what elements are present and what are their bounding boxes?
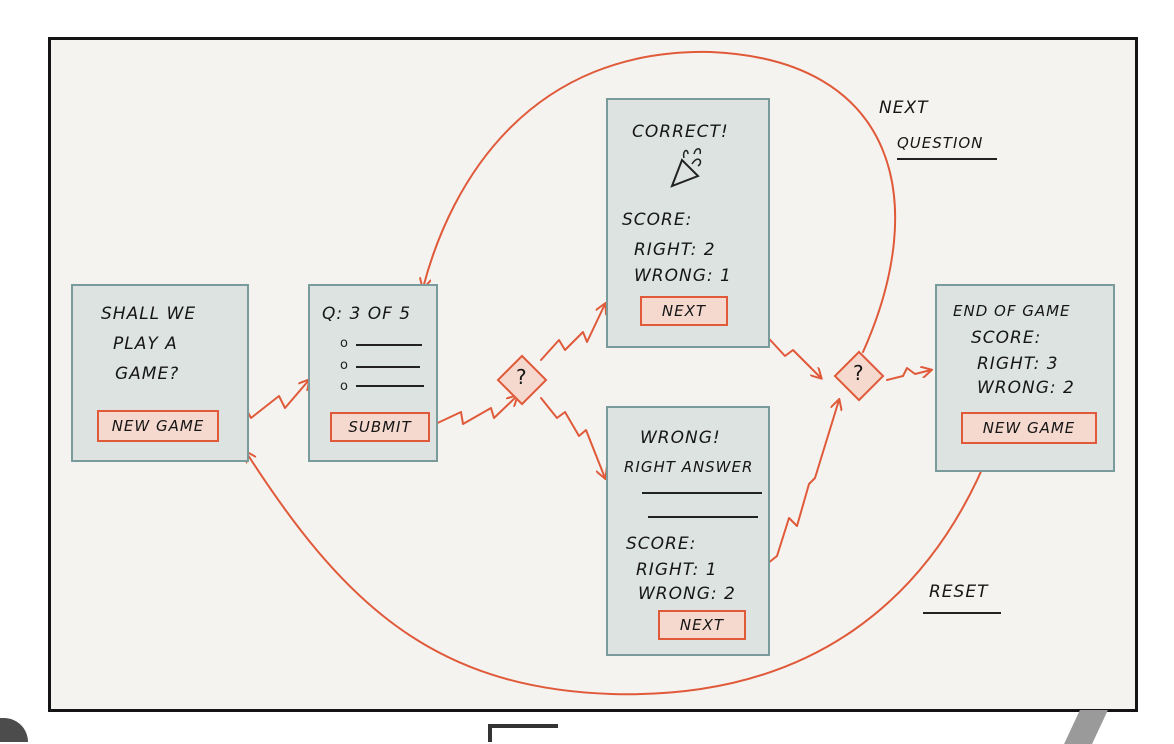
question-counter: Q: 3 OF 5: [322, 304, 412, 324]
start-prompt-line3: GAME?: [115, 364, 180, 384]
answer-check-label: ?: [516, 365, 527, 389]
start-prompt-line2: PLAY A: [113, 334, 178, 354]
start-screen: SHALL WE PLAY A GAME? NEW GAME: [71, 284, 249, 462]
cropped-grey-shape: [0, 718, 28, 742]
wrong-screen: WRONG! RIGHT ANSWER SCORE: RIGHT: 1 WRON…: [606, 406, 770, 656]
answer-option-radio[interactable]: o: [340, 358, 348, 373]
wrong-wrong-count: WRONG: 2: [638, 584, 736, 604]
correct-next-button[interactable]: NEXT: [640, 296, 728, 326]
arrow-check-to-wrong: [540, 397, 605, 478]
end-new-game-button[interactable]: NEW GAME: [961, 412, 1097, 444]
game-over-check-label: ?: [853, 361, 864, 385]
answer-option-line: [356, 366, 420, 368]
right-answer-heading: RIGHT ANSWER: [624, 458, 754, 476]
correct-right-count: RIGHT: 2: [634, 240, 716, 260]
submit-button[interactable]: SUBMIT: [330, 412, 430, 442]
whiteboard-canvas: SHALL WE PLAY A GAME? NEW GAME Q: 3 OF 5…: [48, 37, 1138, 712]
reset-label: RESET: [929, 582, 989, 602]
question-screen: Q: 3 OF 5 o o o SUBMIT: [308, 284, 438, 462]
correct-score-label: SCORE:: [622, 210, 693, 230]
end-wrong-count: WRONG: 2: [977, 378, 1075, 398]
right-answer-line: [648, 516, 758, 518]
wrong-next-button[interactable]: NEXT: [658, 610, 746, 640]
answer-option-line: [356, 385, 424, 387]
next-question-label-line1: NEXT: [879, 98, 929, 118]
next-question-underline: [897, 158, 997, 160]
reset-underline: [923, 612, 1001, 614]
cropped-heading-fragment: [488, 724, 558, 742]
end-right-count: RIGHT: 3: [977, 354, 1059, 374]
wrong-score-label: SCORE:: [626, 534, 697, 554]
party-popper-icon: [670, 148, 702, 188]
new-game-button[interactable]: NEW GAME: [97, 410, 219, 442]
wrong-title: WRONG!: [640, 428, 721, 448]
answer-option-radio[interactable]: o: [340, 336, 348, 351]
answer-option-line: [356, 344, 422, 346]
wrong-right-count: RIGHT: 1: [636, 560, 718, 580]
arrow-next-question-loop: [423, 50, 897, 353]
correct-title: CORRECT!: [632, 122, 729, 142]
start-prompt-line1: SHALL WE: [101, 304, 197, 324]
arrow-submit-to-check: [428, 396, 517, 428]
arrow-reset-loop: [246, 447, 992, 696]
arrow-gamecheck-to-end: [886, 368, 931, 381]
right-answer-line: [642, 492, 762, 494]
end-title: END OF GAME: [953, 302, 1071, 320]
end-of-game-screen: END OF GAME SCORE: RIGHT: 3 WRONG: 2 NEW…: [935, 284, 1115, 472]
arrow-check-to-correct: [540, 304, 605, 361]
answer-option-radio[interactable]: o: [340, 379, 348, 394]
cropped-chevron-shape: [1064, 710, 1108, 744]
correct-wrong-count: WRONG: 1: [634, 266, 732, 286]
correct-screen: CORRECT! SCORE: RIGHT: 2 WRONG: 1 NEXT: [606, 98, 770, 348]
end-score-label: SCORE:: [971, 328, 1042, 348]
next-question-label-line2: QUESTION: [897, 134, 984, 152]
